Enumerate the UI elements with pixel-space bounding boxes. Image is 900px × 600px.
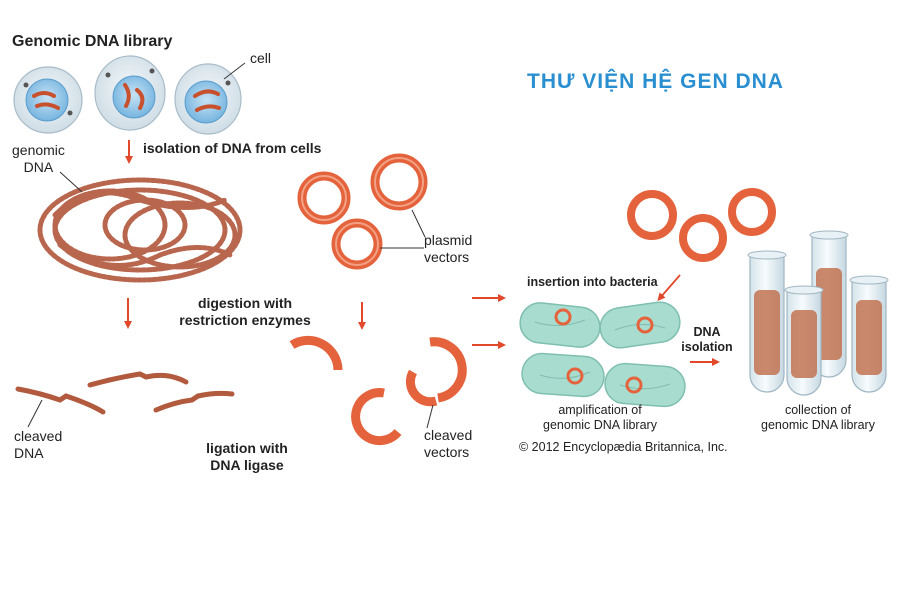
cleaved-dna-pointer (27, 399, 43, 428)
copyright-text: © 2012 Encyclopædia Britannica, Inc. (519, 440, 728, 454)
label-cleaved-vectors: cleaved vectors (424, 427, 473, 460)
plasmid-vectors (297, 153, 428, 270)
cell-3 (174, 63, 242, 135)
title-vietnamese: THƯ VIỆN HỆ GEN DNA (527, 70, 784, 93)
arrow-insertion (657, 274, 681, 302)
test-tube-4 (849, 275, 889, 393)
cleaved-vectors (289, 335, 467, 446)
label-dna-isolation: DNA isolation (681, 325, 733, 354)
label-plasmid-vectors: plasmid vectors (424, 232, 473, 265)
label-isolation: isolation of DNA from cells (143, 140, 322, 156)
cell-1 (13, 66, 83, 134)
test-tube-1 (747, 250, 787, 393)
test-tubes (747, 230, 889, 396)
cell-2 (94, 55, 166, 131)
genomic-dna-tangle (37, 177, 243, 283)
cell-pointer (223, 62, 246, 80)
label-collection: collection of genomic DNA library (761, 403, 875, 432)
label-cleaved-dna: cleaved DNA (14, 428, 63, 461)
label-amplification: amplification of genomic DNA library (543, 403, 657, 432)
label-cell: cell (250, 50, 272, 66)
test-tube-3 (784, 285, 824, 396)
label-insertion: insertion into bacteria (527, 275, 658, 289)
label-genomic-dna: genomic DNA (12, 142, 65, 175)
bacteria-group (519, 301, 686, 408)
cleaved-dna-fragments (15, 371, 235, 415)
label-digestion: digestion with restriction enzymes (179, 295, 311, 328)
recombinant-plasmids (627, 188, 776, 262)
diagram-title: Genomic DNA library (12, 33, 173, 50)
genomic-dna-pointer (59, 171, 83, 193)
plasmid-pointer-1 (411, 209, 426, 238)
cleaved-vectors-pointer (426, 404, 434, 429)
label-ligation: ligation with DNA ligase (206, 440, 288, 473)
